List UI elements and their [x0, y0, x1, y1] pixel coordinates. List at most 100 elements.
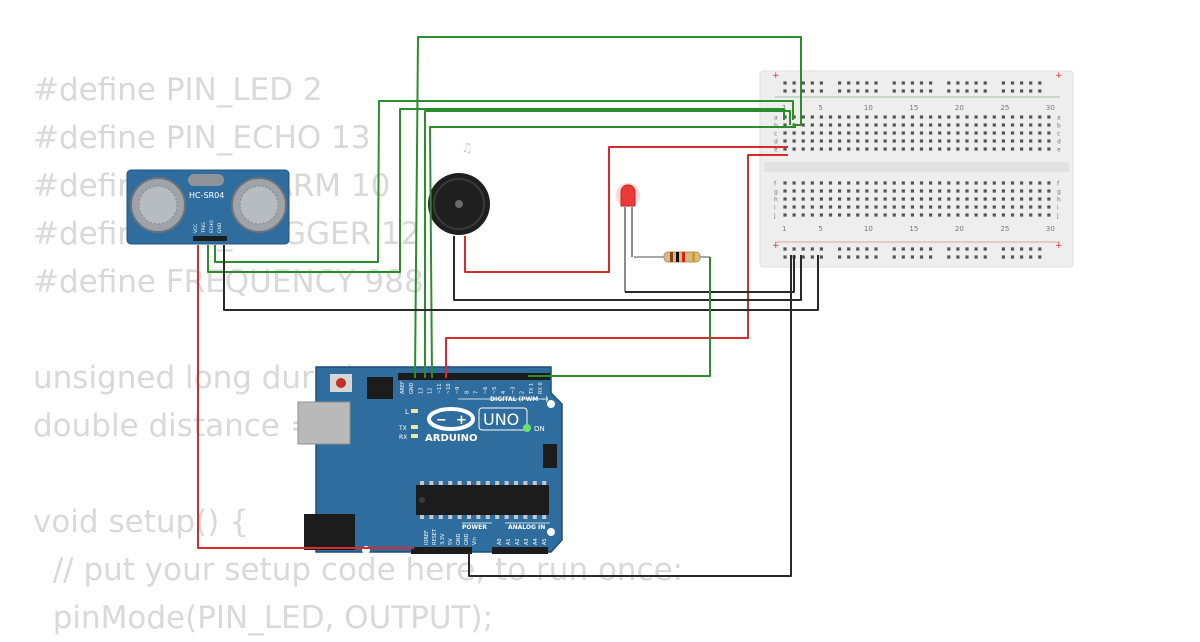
column-number: 25	[1000, 104, 1009, 112]
breadboard-hole	[1029, 123, 1033, 127]
ultrasonic-sensor[interactable]: HC-SR04 VCC TRIG ECHO GND	[126, 169, 290, 245]
column-number: 1	[782, 104, 786, 112]
power-pin-label: 5V	[448, 538, 454, 545]
chip-pin	[429, 515, 434, 519]
red-led[interactable]	[616, 183, 640, 292]
breadboard-hole	[801, 189, 805, 193]
breadboard-hole	[956, 247, 960, 251]
breadboard-hole	[883, 213, 887, 217]
breadboard-hole	[956, 115, 960, 119]
piezo-buzzer[interactable]: ♫	[428, 141, 490, 235]
breadboard-hole	[901, 139, 905, 143]
breadboard-hole	[801, 115, 805, 119]
breadboard-hole	[810, 147, 814, 151]
breadboard-hole	[792, 81, 796, 85]
wire-black[interactable]	[468, 255, 792, 577]
breadboard-hole	[992, 139, 996, 143]
logo-plus: +	[456, 413, 467, 428]
wire-black[interactable]	[625, 255, 795, 293]
breadboard-hole	[1001, 255, 1005, 259]
breadboard-hole	[783, 139, 787, 143]
breadboard-hole	[929, 123, 933, 127]
breadboard-hole	[947, 255, 951, 259]
breadboard-hole	[974, 89, 978, 93]
wire-black[interactable]	[453, 236, 802, 301]
breadboard-hole	[938, 181, 942, 185]
breadboard-hole	[1029, 181, 1033, 185]
breadboard-hole	[1020, 147, 1024, 151]
breadboard-hole	[901, 255, 905, 259]
wire-green[interactable]	[207, 108, 785, 273]
breadboard-hole	[856, 115, 860, 119]
breadboard-hole	[901, 131, 905, 135]
wire-green[interactable]	[414, 36, 802, 379]
breadboard-hole	[938, 205, 942, 209]
wire-red[interactable]	[464, 146, 788, 273]
breadboard-hole	[810, 139, 814, 143]
breadboard-hole	[856, 255, 860, 259]
wire-red[interactable]	[197, 245, 414, 549]
breadboard-hole	[1047, 197, 1051, 201]
breadboard-hole	[847, 189, 851, 193]
breadboard-hole	[856, 81, 860, 85]
wire-red[interactable]	[445, 154, 788, 378]
breadboard-hole	[1001, 197, 1005, 201]
chip-pin	[495, 481, 500, 485]
breadboard-hole	[965, 131, 969, 135]
breadboard-hole	[865, 131, 869, 135]
chip-pin	[485, 481, 490, 485]
row-letter: c	[1057, 131, 1060, 138]
breadboard-hole	[892, 81, 896, 85]
breadboard-hole	[810, 197, 814, 201]
wire-green[interactable]	[214, 100, 794, 263]
sensor-pin-header	[193, 236, 227, 241]
breadboard-hole	[828, 205, 833, 209]
breadboard-hole	[801, 247, 805, 251]
chip-pin	[532, 515, 537, 519]
breadboard-hole	[947, 181, 951, 185]
breadboard-hole	[783, 213, 787, 217]
code-line: // put your setup code here, to run once…	[33, 552, 684, 588]
breadboard-hole	[965, 139, 969, 143]
breadboard-hole	[792, 213, 796, 217]
wires	[197, 36, 819, 577]
wire-black[interactable]	[223, 245, 819, 311]
breadboard-hole	[838, 131, 842, 135]
code-line: void setup() {	[33, 504, 249, 540]
breadboard-hole	[1020, 205, 1024, 209]
breadboard-hole	[792, 89, 796, 93]
breadboard-hole	[892, 205, 896, 209]
breadboard-hole	[1038, 255, 1042, 259]
transducer-left-mesh	[138, 185, 178, 225]
analog-pin-label: A1	[506, 538, 512, 545]
breadboard-hole	[1038, 115, 1042, 119]
breadboard-hole	[874, 181, 878, 185]
breadboard-hole	[983, 213, 987, 217]
breadboard-hole	[892, 181, 896, 185]
wire-green[interactable]	[528, 257, 711, 377]
breadboard-hole	[901, 147, 905, 151]
chip-pin	[514, 481, 518, 485]
chip-pin	[476, 515, 481, 519]
breadboard-hole	[947, 213, 951, 217]
plus-marker: +	[772, 241, 780, 251]
breadboard-hole	[965, 213, 969, 217]
resistor[interactable]	[634, 251, 710, 263]
chip-pin	[532, 481, 537, 485]
wire-green[interactable]	[429, 126, 796, 379]
wire-green[interactable]	[424, 110, 791, 378]
breadboard-hole	[929, 115, 933, 119]
breadboard-hole	[838, 139, 842, 143]
breadboard-hole	[865, 181, 869, 185]
breadboard-hole	[838, 247, 842, 251]
breadboard-hole	[847, 205, 851, 209]
breadboard-hole	[1001, 213, 1005, 217]
breadboard-hole	[947, 189, 951, 193]
breadboard-hole	[856, 123, 860, 127]
breadboard-hole	[974, 115, 978, 119]
